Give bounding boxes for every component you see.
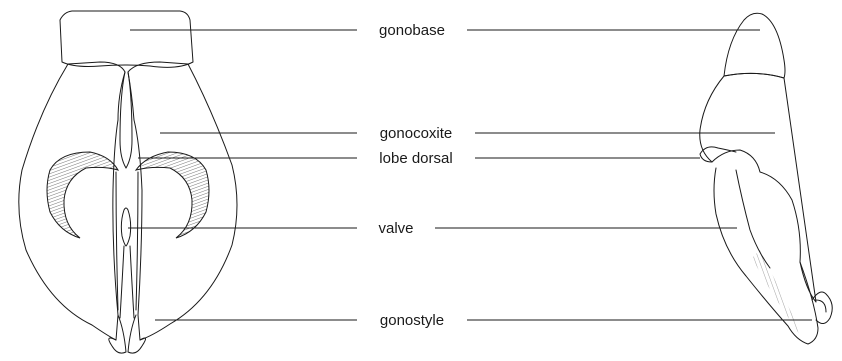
label-gonostyle: gonostyle xyxy=(380,312,444,329)
sclerite-left-hatched xyxy=(46,151,120,239)
label-valve: valve xyxy=(378,220,413,237)
gonostyle-right-shape xyxy=(127,314,146,354)
gonobase-lateral-shape xyxy=(723,12,786,79)
label-gonobase: gonobase xyxy=(379,22,445,39)
lobe-dorsal-left-shape xyxy=(119,71,127,169)
valve-stalk xyxy=(119,245,135,319)
gonocoxite-lateral-shape xyxy=(699,72,817,303)
gonocoxite-left-shape xyxy=(18,61,126,341)
leader-lines xyxy=(128,29,812,321)
gonocoxite-right-shape xyxy=(127,61,238,341)
labels: gonobase gonocoxite lobe dorsal valve go… xyxy=(378,22,452,329)
gonostyle-lateral-shape xyxy=(811,291,833,324)
sclerite-right-hatched xyxy=(134,151,210,239)
gonostyle-lateral-inner xyxy=(815,299,827,313)
gonostyle-left-shape xyxy=(108,314,127,354)
lobe-dorsal-lateral-shape xyxy=(699,146,737,163)
label-lobe-dorsal: lobe dorsal xyxy=(379,150,452,167)
valve-shape xyxy=(120,207,132,247)
lateral-lower-inner xyxy=(735,169,771,269)
lateral-lower-body xyxy=(713,167,819,345)
lateral-stipple xyxy=(752,250,806,344)
label-gonocoxite: gonocoxite xyxy=(380,125,453,142)
lateral-view-drawing xyxy=(699,12,833,345)
gonobase-shape xyxy=(59,10,194,68)
dorsal-view-drawing xyxy=(18,10,238,354)
inner-strip-left xyxy=(115,171,119,311)
inner-strip-right xyxy=(135,171,139,311)
lobe-dorsal-right-shape xyxy=(125,71,133,169)
